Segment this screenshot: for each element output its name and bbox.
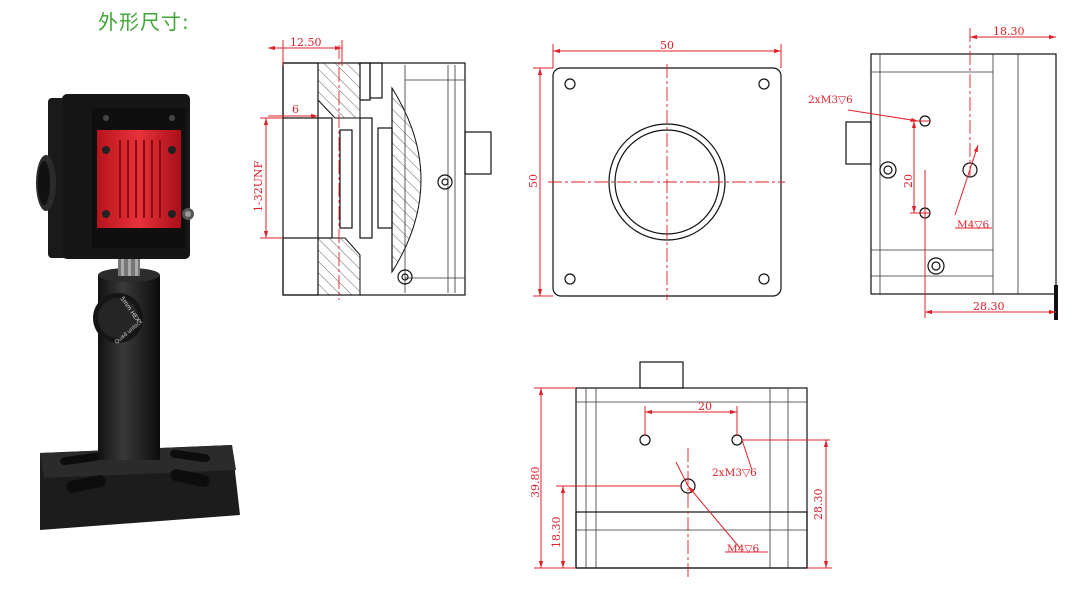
camera-red-heatsink <box>97 130 181 228</box>
side-dim-bottom: 28.30 <box>973 300 1005 313</box>
bottom-spacing: 20 <box>698 400 712 413</box>
side-dim-top: 18.30 <box>993 25 1025 38</box>
side-center-hole: M4▽6 <box>957 219 990 231</box>
front-view: 50 50 <box>527 39 785 300</box>
bottom-view: 20 2xM3▽6 M4▽6 39.80 18.30 28.30 <box>529 361 832 580</box>
side-mount-holes: 2xM3▽6 <box>808 94 853 106</box>
bottom-mount-holes: 2xM3▽6 <box>712 467 757 479</box>
side-view: 18.30 2xM3▽6 20 M4▽6 28.30 <box>808 25 1058 320</box>
product-photo: 5mm HEX Quad unlock <box>36 94 240 530</box>
bottom-height-right: 28.30 <box>812 489 825 521</box>
bottom-center-hole: M4▽6 <box>727 543 760 555</box>
front-dim-height: 50 <box>527 174 540 188</box>
camera-body <box>36 94 194 259</box>
section-dim-small: 6 <box>292 103 299 116</box>
section-thread-label: 1-32UNF <box>252 160 265 212</box>
page-title: 外形尺寸: <box>98 10 190 34</box>
bottom-height-low: 18.30 <box>550 517 563 549</box>
bottom-height-total: 39.80 <box>529 467 542 499</box>
section-dim-top: 12.50 <box>290 36 322 49</box>
section-view: 12.50 6 1-32UNF <box>252 36 492 300</box>
front-dim-width: 50 <box>660 39 674 52</box>
side-spacing: 20 <box>902 174 915 188</box>
mount-base <box>40 445 240 530</box>
